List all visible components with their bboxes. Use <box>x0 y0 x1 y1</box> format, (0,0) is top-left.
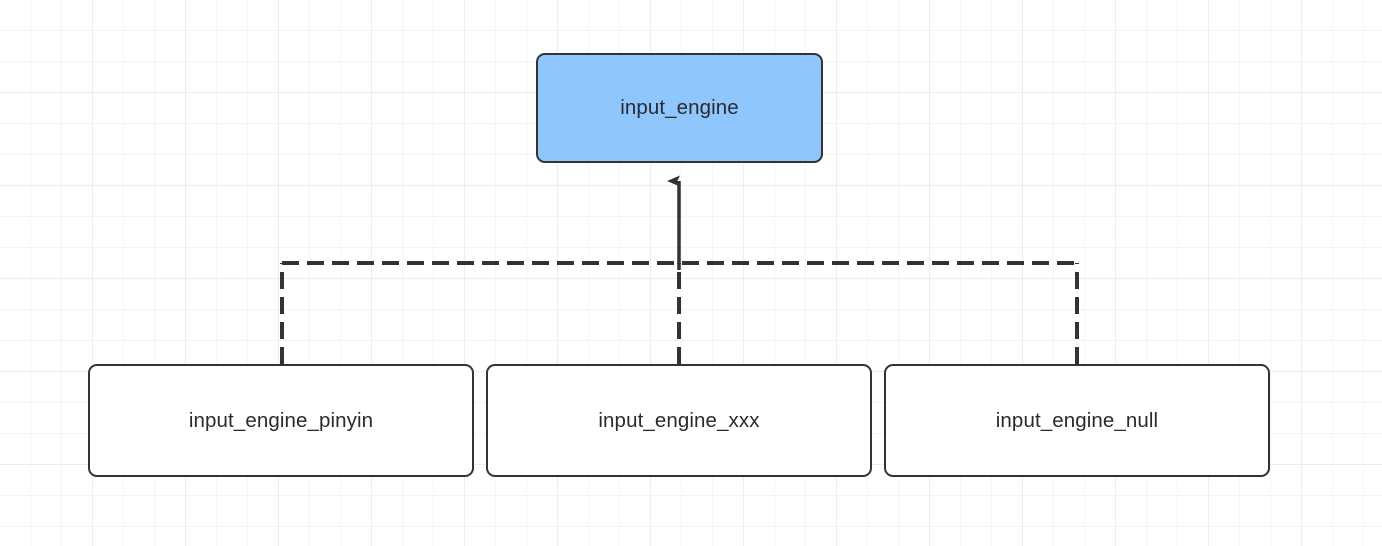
node-input-engine-null-label: input_engine_null <box>995 408 1159 432</box>
node-input-engine-null[interactable]: input_engine_null <box>884 364 1270 477</box>
node-input-engine-pinyin-label: input_engine_pinyin <box>188 408 374 432</box>
node-input-engine[interactable]: input_engine <box>536 53 823 163</box>
node-input-engine-xxx-label: input_engine_xxx <box>598 408 760 432</box>
node-input-engine-xxx[interactable]: input_engine_xxx <box>486 364 872 477</box>
node-input-engine-pinyin[interactable]: input_engine_pinyin <box>88 364 474 477</box>
node-input-engine-label: input_engine <box>620 96 739 119</box>
